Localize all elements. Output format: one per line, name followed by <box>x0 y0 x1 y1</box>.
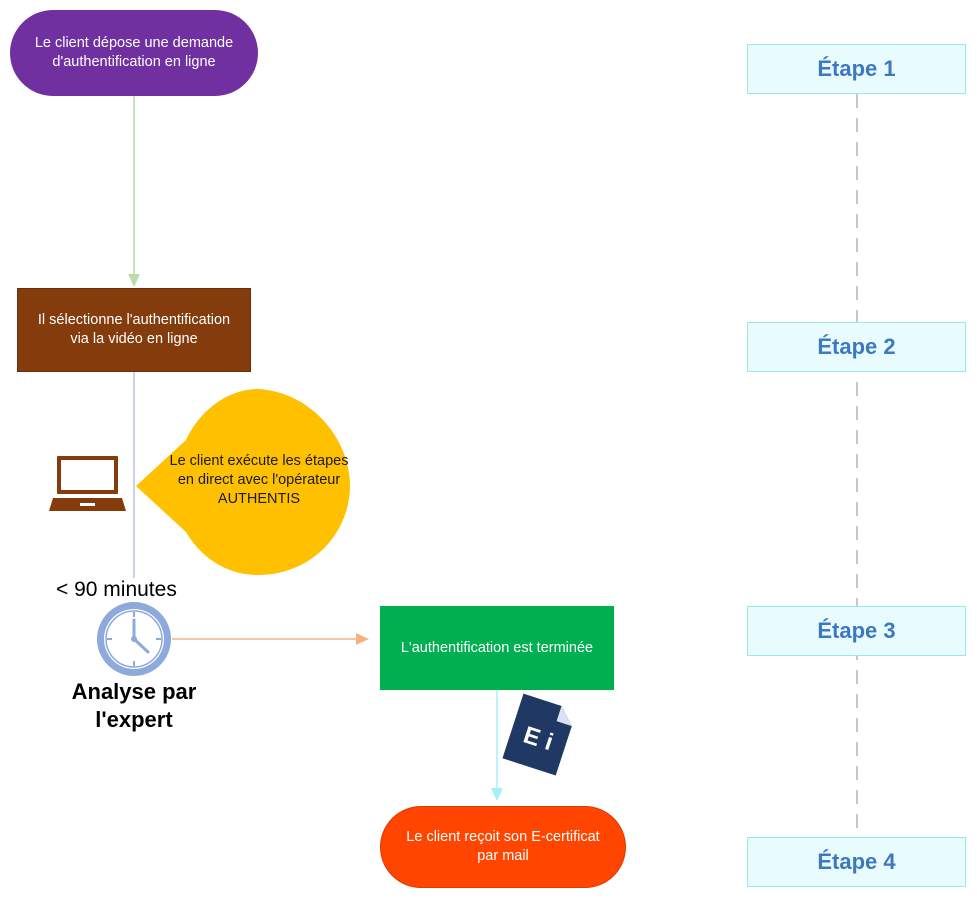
clock-icon <box>97 602 171 676</box>
expert-analysis-label: Analyse par l'expert <box>71 679 197 732</box>
step-4-box: Étape 4 <box>747 837 966 887</box>
node-select-video: Il sélectionne l'authentification via la… <box>17 288 251 372</box>
node-online-request-label: Le client dépose une demande d'authentif… <box>34 35 234 70</box>
step-2-label: Étape 2 <box>817 334 896 359</box>
speech-bubble-shape <box>136 389 350 575</box>
step-3-box: Étape 3 <box>747 606 966 656</box>
step-4-label: Étape 4 <box>817 849 896 874</box>
node-authentication-finished-label: L'authentification est terminée <box>400 639 594 656</box>
arrow-head-orange <box>356 633 369 645</box>
arrow-head-cyan <box>491 788 503 801</box>
step-3-label: Étape 3 <box>817 618 896 643</box>
arrow-head-green <box>128 274 140 287</box>
node-authentication-finished: L'authentification est terminée <box>380 606 614 690</box>
duration-label: < 90 minutes <box>56 578 177 601</box>
node-online-request: Le client dépose une demande d'authentif… <box>10 10 258 96</box>
node-select-video-label: Il sélectionne l'authentification via la… <box>37 312 231 347</box>
step-1-box: Étape 1 <box>747 44 966 94</box>
step-1-label: Étape 1 <box>817 56 896 81</box>
speech-bubble-label: Le client exécute les étapes en direct a… <box>169 452 349 507</box>
laptop-icon <box>49 456 126 511</box>
node-receive-certificate: Le client reçoit son E-certificat par ma… <box>380 806 626 888</box>
document-icon: E i <box>502 693 572 776</box>
step-2-box: Étape 2 <box>747 322 966 372</box>
node-receive-certificate-label: Le client reçoit son E-certificat par ma… <box>406 829 600 864</box>
